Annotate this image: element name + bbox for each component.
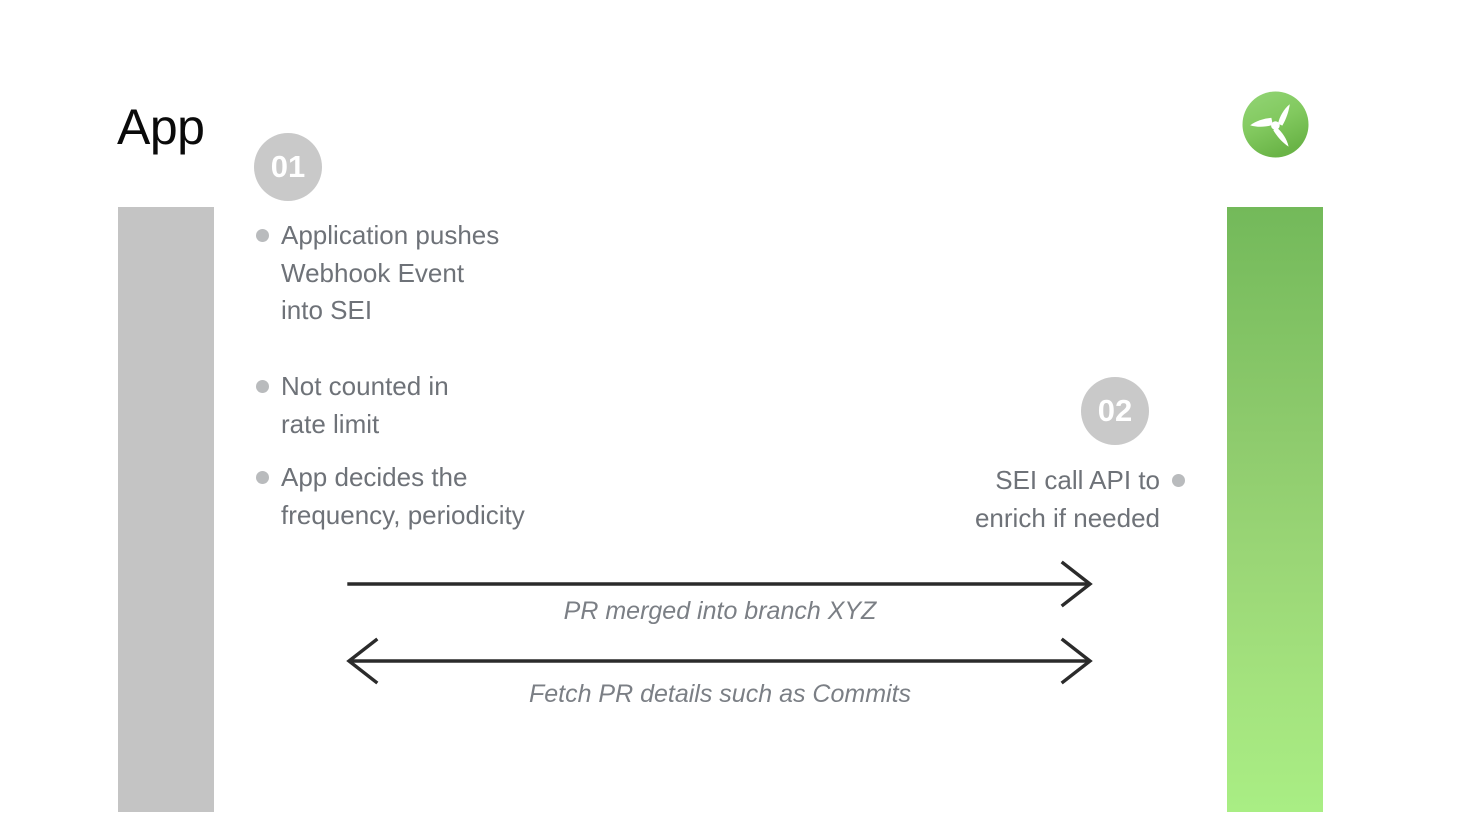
bullet-text: SEI call API to enrich if needed: [974, 465, 1160, 533]
bullet-text: Application pushes Webhook Event into SE…: [281, 220, 500, 325]
sei-lane-bar: [1227, 207, 1323, 812]
bullet-item: Application pushes Webhook Event into SE…: [256, 217, 499, 330]
bullet-text: Not counted in rate limit: [281, 371, 449, 439]
bullet-item: Not counted in rate limit: [256, 368, 449, 443]
step-badge-02: 02: [1081, 377, 1149, 445]
propeller-logo-icon: [1242, 91, 1309, 158]
bullet-dot-icon: [256, 471, 269, 484]
fetch-pr-details-arrow: [346, 637, 1093, 685]
page-title: App: [117, 99, 205, 155]
app-lane-bar: [118, 207, 214, 812]
step-badge-01: 01: [254, 133, 322, 201]
arrow-label-top: PR merged into branch XYZ: [563, 597, 877, 625]
bullet-text: App decides the frequency, periodicity: [281, 462, 525, 530]
bullet-item: App decides the frequency, periodicity: [256, 459, 525, 534]
arrow-label-bottom: Fetch PR details such as Commits: [528, 680, 912, 708]
bullet-dot-icon: [1172, 474, 1185, 487]
bullet-item: SEI call API to enrich if needed: [935, 462, 1185, 537]
bullet-dot-icon: [256, 380, 269, 393]
bullet-dot-icon: [256, 229, 269, 242]
